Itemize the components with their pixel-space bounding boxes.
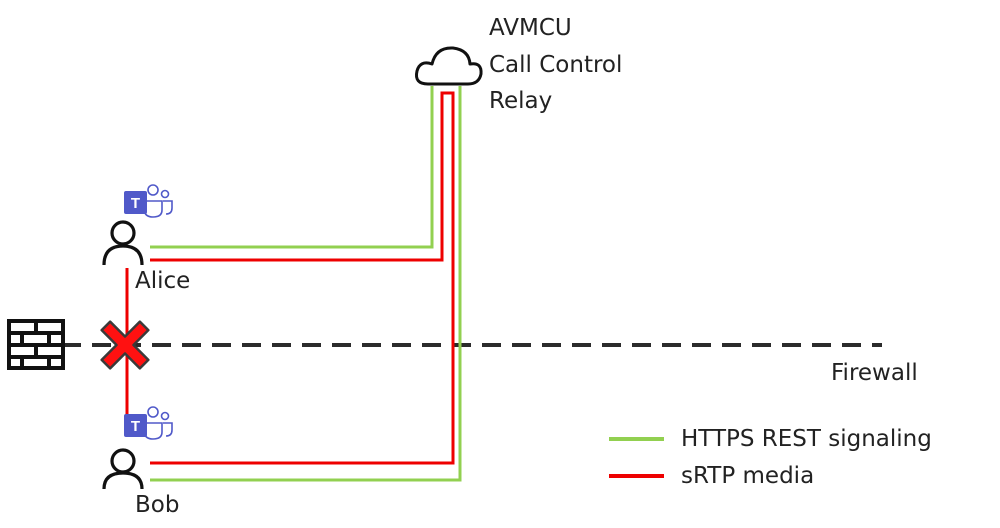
cloud-label-avmcu: AVMCU (489, 15, 572, 41)
svg-text:T: T (131, 195, 140, 212)
firewall-label: Firewall (831, 360, 918, 386)
svg-text:T: T (131, 418, 140, 435)
bob-signaling-path (150, 86, 462, 482)
bob-teams-icon: T (124, 406, 173, 440)
alice-signaling-path (150, 86, 434, 249)
alice-teams-icon: T (124, 184, 173, 218)
bob-label: Bob (135, 492, 180, 518)
cloud-label-call-control: Call Control (489, 52, 623, 78)
cloud-label-relay: Relay (489, 88, 553, 114)
brick-wall-icon (7, 319, 65, 370)
bob-person-icon (102, 448, 144, 490)
legend-signaling-label: HTTPS REST signaling (681, 426, 932, 452)
cloud-icon (415, 46, 483, 86)
alice-media-path (150, 91, 455, 465)
legend-media-label: sRTP media (681, 463, 815, 489)
x-cross-icon (100, 320, 150, 370)
alice-label: Alice (135, 268, 191, 294)
alice-person-icon (102, 220, 144, 266)
